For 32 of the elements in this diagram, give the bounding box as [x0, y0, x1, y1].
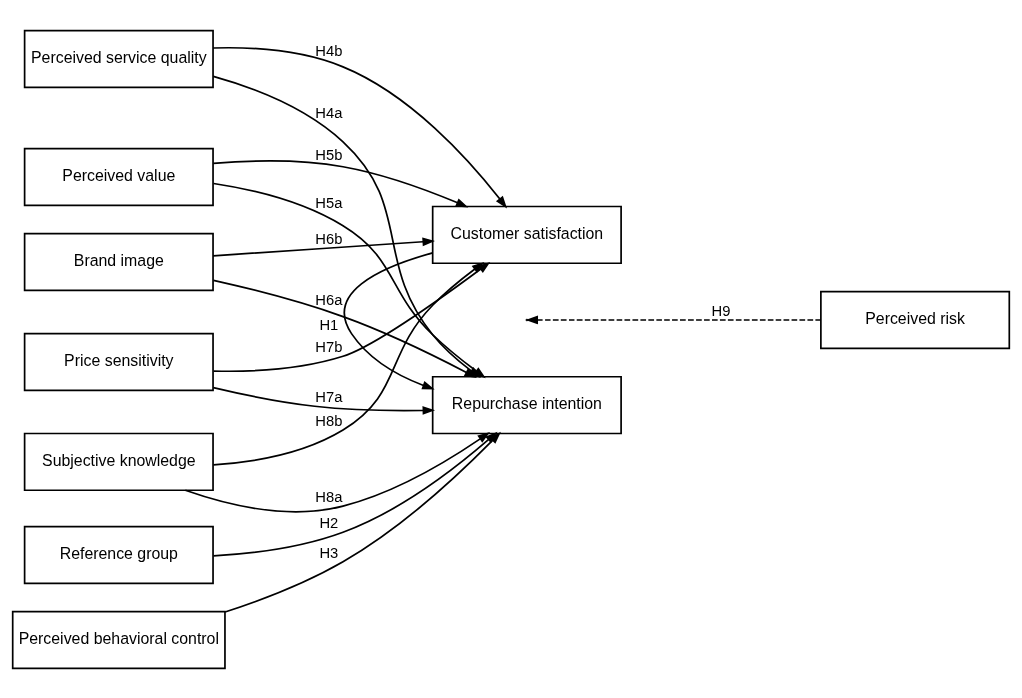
node-box: Repurchase intention: [431, 375, 622, 434]
node-box: Perceived risk: [820, 290, 1011, 349]
node-box: Subjective knowledge: [23, 432, 214, 491]
arrow: [212, 159, 469, 207]
edge-label: H3: [319, 544, 339, 561]
node-box: Perceived value: [23, 147, 214, 206]
arrow: [212, 46, 508, 208]
edge-label: H9: [711, 302, 731, 319]
node-box: Price sensitivity: [23, 332, 214, 391]
edge-label: H7a: [315, 388, 343, 405]
node-box: Customer satisfaction: [431, 205, 622, 264]
node-box: Brand image: [23, 232, 214, 291]
edge-label: H7b: [315, 338, 343, 355]
arrow: [212, 386, 436, 415]
arrow: [212, 278, 477, 378]
node-box: Perceived service quality: [23, 29, 214, 88]
edge-label: H4a: [315, 104, 343, 121]
node-box: Perceived behavioral control: [11, 610, 226, 669]
edge-label: H6b: [315, 230, 343, 247]
arrow: [343, 251, 435, 389]
edge-label: H8a: [315, 488, 343, 505]
edge-label: H1: [319, 316, 339, 333]
edge-label: H2: [319, 514, 339, 531]
edge-label: H6a: [315, 291, 343, 308]
edge-label: H8b: [315, 412, 343, 429]
node-box: Reference group: [23, 525, 214, 584]
edge-label: H4b: [315, 42, 343, 59]
edge-label: H5b: [315, 146, 343, 163]
arrow: [212, 261, 485, 466]
arrow: [184, 431, 491, 512]
arrow: [212, 236, 435, 257]
edge-label: H5a: [315, 194, 343, 211]
